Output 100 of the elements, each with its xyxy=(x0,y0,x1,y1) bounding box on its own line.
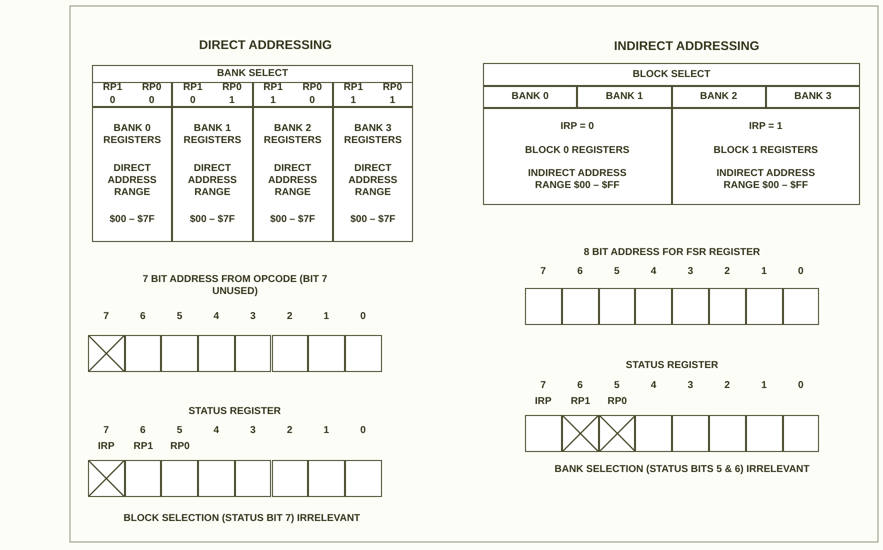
bit-label: RP0 xyxy=(382,82,404,94)
cell-text: INDIRECT ADDRESS RANGE $00 – $FF xyxy=(715,168,816,192)
cell-text: IRP = 0 xyxy=(560,120,594,133)
bit-label: RP0 xyxy=(140,82,162,94)
bit-label: RP1 xyxy=(342,82,364,94)
cell-text: $00 – $7F xyxy=(190,214,235,226)
bit-label: 1 xyxy=(350,95,358,107)
table-cell xyxy=(92,82,172,107)
bit-number: 1 xyxy=(324,311,330,323)
register-title: 8 BIT ADDRESS FOR FSR REGISTER xyxy=(584,247,760,259)
bit-cell xyxy=(635,288,672,325)
bit-cell xyxy=(344,460,382,497)
table-cell xyxy=(252,82,333,107)
table-cell xyxy=(766,86,860,108)
bit-cell xyxy=(272,335,308,372)
bit-number: 3 xyxy=(688,380,694,392)
cell-text: $00 – $7F xyxy=(270,214,316,226)
bit-number: 4 xyxy=(650,266,656,278)
bit-number: 3 xyxy=(688,266,694,278)
note: BLOCK SELECTION (STATUS BIT 7) IRRELEVANT xyxy=(124,513,360,525)
table-cell xyxy=(332,107,413,242)
bit-number: 4 xyxy=(213,311,219,323)
bit-number: 1 xyxy=(324,425,330,437)
cell-text: BLOCK 1 REGISTERS xyxy=(714,144,818,156)
bit-number: 2 xyxy=(724,266,730,278)
bit-number: 0 xyxy=(360,311,366,323)
bit-label: 1 xyxy=(228,95,236,107)
cell-text: DIRECT ADDRESS RANGE xyxy=(267,162,318,198)
cell-text: BANK SELECT xyxy=(216,68,288,80)
bit-number: 5 xyxy=(176,425,182,437)
bit-number: 6 xyxy=(140,311,146,323)
bit-name: RP1 xyxy=(570,396,590,408)
bit-number: 0 xyxy=(798,380,804,392)
bit-cell xyxy=(746,288,783,325)
table-cell xyxy=(172,82,252,107)
cell-text: BLOCK SELECT xyxy=(632,68,710,80)
bit-cell xyxy=(525,288,562,325)
bit-cell xyxy=(308,460,345,497)
bit-number: 1 xyxy=(761,266,767,278)
bit-label: 0 xyxy=(148,95,156,107)
bit-cell xyxy=(344,335,382,372)
bit-number: 3 xyxy=(250,425,256,437)
bit-number: 7 xyxy=(103,425,109,437)
bit-cell xyxy=(635,415,672,452)
bit-cell xyxy=(198,335,235,372)
bit-number: 1 xyxy=(761,380,767,392)
register-title: STATUS REGISTER xyxy=(626,360,718,372)
bit-cell xyxy=(272,460,308,497)
bit-cell xyxy=(672,288,709,325)
crossed-bit-cell xyxy=(562,415,599,452)
cell-text: $00 – $7F xyxy=(110,214,155,226)
bit-cell xyxy=(746,415,783,452)
bit-cell xyxy=(124,460,162,497)
cell-text: BANK 2 REGISTERS xyxy=(262,123,323,148)
note: BANK SELECTION (STATUS BITS 5 & 6) IRRELEVANT xyxy=(554,464,810,476)
bit-cell xyxy=(525,415,562,452)
bit-number: 7 xyxy=(540,380,546,392)
cell-text: BANK 3 REGISTERS xyxy=(342,123,403,148)
cell-text: IRP = 1 xyxy=(749,120,782,133)
table-cell xyxy=(92,107,172,242)
cell-text: BLOCK 0 REGISTERS xyxy=(525,144,630,156)
bit-label: 0 xyxy=(308,95,316,107)
bit-number: 5 xyxy=(614,266,620,278)
bit-label: 1 xyxy=(388,95,396,107)
bit-cell xyxy=(234,335,272,372)
cell-text: BANK 1 REGISTERS xyxy=(182,123,242,148)
bit-name: IRP xyxy=(534,396,552,408)
register-title: STATUS REGISTER xyxy=(188,406,281,418)
section-title: DIRECT ADDRESSING xyxy=(199,39,332,51)
bit-cell xyxy=(161,460,198,497)
cell-text: DIRECT ADDRESS RANGE xyxy=(186,162,238,198)
bit-cell xyxy=(782,415,820,452)
table-cell xyxy=(577,86,672,108)
table-cell xyxy=(672,86,766,108)
table-cell xyxy=(92,65,413,83)
cell-text: INDIRECT ADDRESS RANGE $00 – $FF xyxy=(526,168,628,192)
crossed-bit-cell xyxy=(88,335,125,372)
cell-text: DIRECT ADDRESS RANGE xyxy=(106,162,158,198)
table-cell xyxy=(483,108,672,205)
register-title: 7 BIT ADDRESS FROM OPCODE (BIT 7 UNUSED) xyxy=(142,274,328,298)
bit-cell xyxy=(598,288,636,325)
bit-name: RP0 xyxy=(170,441,190,453)
bit-name: IRP xyxy=(98,441,115,453)
crossed-bit-cell xyxy=(88,460,125,497)
bit-name: RP0 xyxy=(608,396,627,408)
cell-text: BANK 2 xyxy=(700,91,738,103)
cell-text: BANK 1 xyxy=(606,91,643,103)
bit-number: 3 xyxy=(250,311,256,323)
bit-number: 0 xyxy=(360,425,366,437)
table-cell xyxy=(332,82,413,107)
bit-cell xyxy=(709,288,746,325)
bit-number: 5 xyxy=(614,380,620,392)
bit-cell xyxy=(709,415,746,452)
bit-label: RP0 xyxy=(221,82,243,94)
bit-label: 1 xyxy=(269,95,277,107)
bit-cell xyxy=(672,415,709,452)
bit-number: 5 xyxy=(176,311,182,323)
table-cell xyxy=(252,107,333,242)
bit-number: 6 xyxy=(577,266,583,278)
bit-number: 7 xyxy=(540,266,546,278)
